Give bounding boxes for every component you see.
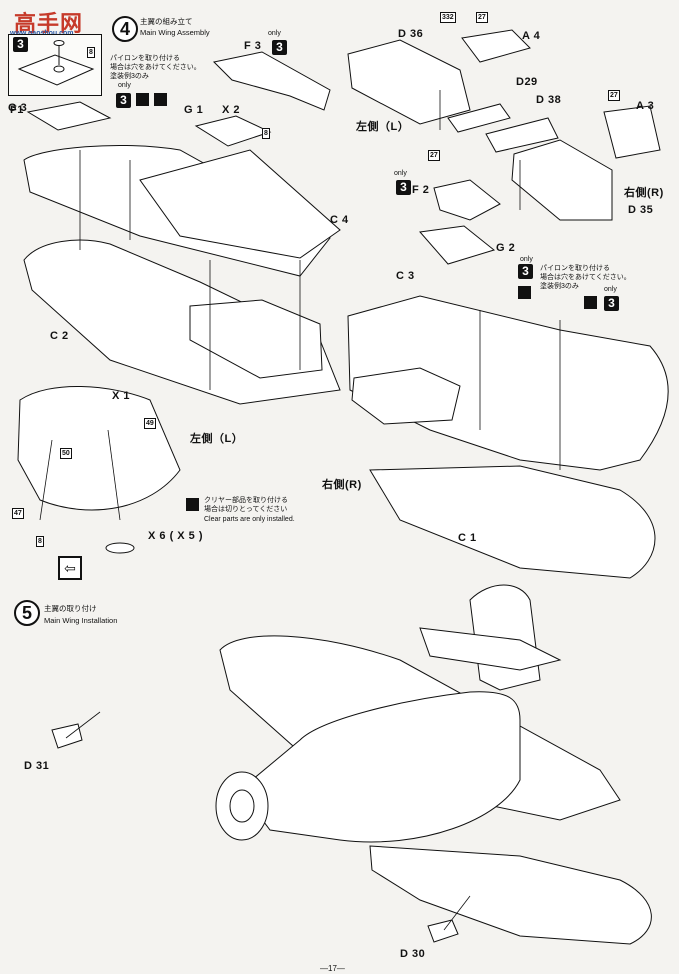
side-label-right: 右側(R) (624, 187, 664, 199)
part-number-tag: 49 (144, 418, 156, 429)
part-label-c2: C 2 (50, 330, 69, 342)
watermark-url: www.gaoshou.com (10, 30, 74, 37)
page-number: —17— (320, 964, 345, 973)
cut-icon (186, 498, 199, 511)
only-label: only (604, 286, 617, 293)
step5-title-jp: 主翼の取り付け (44, 604, 97, 613)
step-number-5: 5 (14, 600, 40, 626)
paint-scheme-badge: 3 (272, 40, 287, 55)
side-label-left: 左側（L） (356, 121, 410, 133)
only-label: only (118, 82, 131, 89)
drill-icon (136, 93, 149, 106)
clear-parts-note-en: Clear parts are only installed. (204, 516, 295, 523)
part-label-d35: D 35 (628, 204, 654, 216)
pylon-note: パイロンを取り付ける 場合は穴をあけてください。 塗装例3のみ (110, 55, 201, 80)
part-label-a4: A 4 (522, 30, 541, 42)
part-label-x1: X 1 (112, 390, 131, 402)
paint-scheme-badge: 3 (396, 180, 411, 195)
part-number-tag: 50 (60, 448, 72, 459)
part-number-tag: 332 (440, 12, 456, 23)
side-label-left: 左側（L） (190, 433, 244, 445)
step4-title-en: Main Wing Assembly (140, 28, 210, 37)
part-label-f1: F1 (10, 104, 24, 116)
part-label-f3: F 3 (244, 40, 262, 52)
part-label-d36: D 36 (398, 28, 424, 40)
pylon-note-right: パイロンを取り付ける 場合は穴をあけてください。 塗装例3のみ (540, 265, 631, 290)
step4-title-jp: 主翼の組み立て (140, 17, 193, 26)
part-number-tag: 8 (36, 536, 44, 547)
only-label: only (394, 170, 407, 177)
part-label-d29: D29 (516, 76, 538, 88)
inset-part-drawing (17, 40, 95, 86)
part-number-tag: 27 (428, 150, 440, 161)
part-label-f2: F 2 (412, 184, 430, 196)
drill-icon (518, 286, 531, 299)
part-label-c3: C 3 (396, 270, 415, 282)
part-number-tag: 27 (608, 90, 620, 101)
part-label-a3: A 3 (636, 100, 655, 112)
part-label-x6: X 6 ( X 5 ) (148, 530, 204, 542)
inset-detail-box: 3 8 (8, 34, 102, 96)
drill-icon (584, 296, 597, 309)
drill-icon (154, 93, 167, 106)
part-number-tag: 8 (262, 128, 270, 139)
part-label-c1: C 1 (458, 532, 477, 544)
part-label-d30: D 30 (400, 948, 426, 960)
part-label-g2: G 2 (496, 242, 516, 254)
side-label-right: 右側(R) (322, 479, 362, 491)
part-label-d31: D 31 (24, 760, 50, 772)
part-number-tag: 8 (87, 47, 95, 58)
step5-title-en: Main Wing Installation (44, 616, 118, 625)
only-label: only (520, 256, 533, 263)
part-label-c4: C 4 (330, 214, 349, 226)
part-label-d38: D 38 (536, 94, 562, 106)
only-label: only (268, 30, 281, 37)
paint-scheme-badge: 3 (604, 296, 619, 311)
part-number-tag: 27 (476, 12, 488, 23)
paint-scheme-badge: 3 (13, 37, 28, 52)
step-number-4: 4 (112, 16, 138, 42)
watermark-brand: 高手网 (14, 11, 84, 36)
clear-parts-note-jp: クリヤー部品を取り付ける 場合は切りとってください (204, 497, 288, 513)
part-number-tag: 47 (12, 508, 24, 519)
part-label-g1: G 1 (184, 104, 204, 116)
part-label-g3: G 3 (8, 102, 28, 114)
paint-scheme-badge: 3 (518, 264, 533, 279)
turn-over-icon: ⇦ (58, 556, 82, 580)
paint-scheme-badge: 3 (116, 93, 131, 108)
part-label-x2: X 2 (222, 104, 241, 116)
